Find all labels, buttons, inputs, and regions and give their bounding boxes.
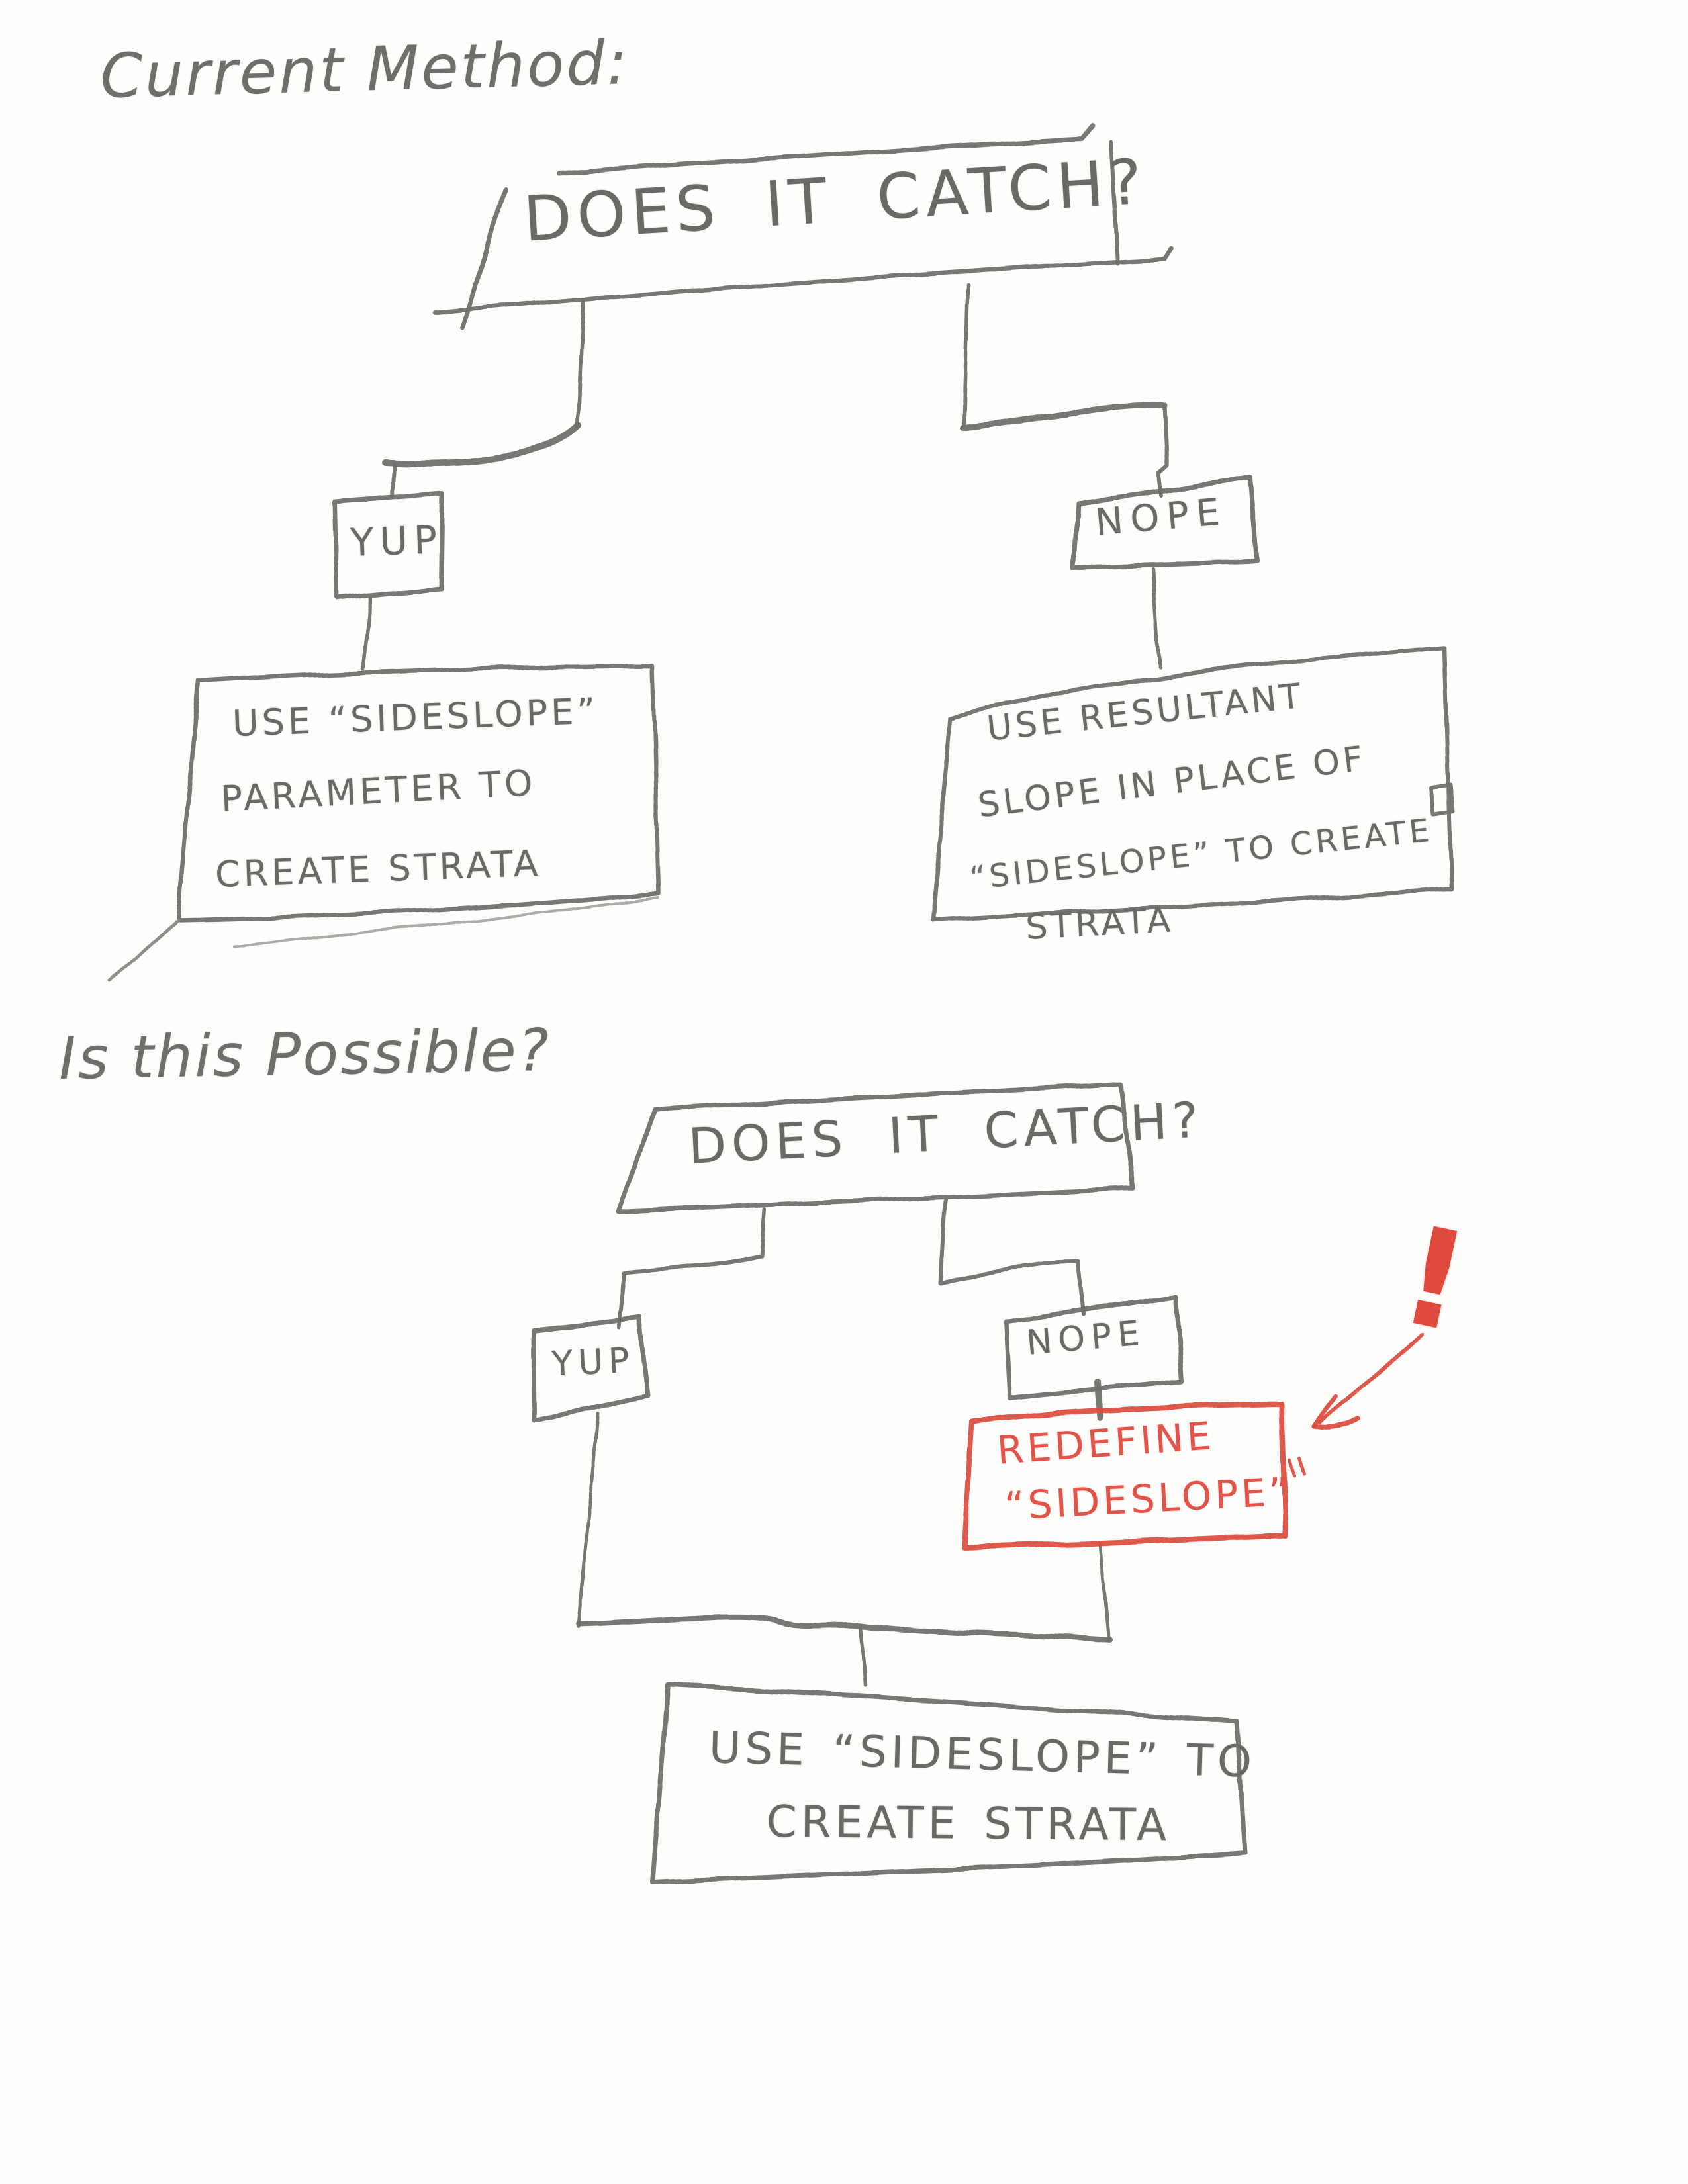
flow1-no-outcome-connector: [1151, 567, 1161, 668]
flow1-no-connector-vertical: [962, 283, 970, 430]
flow1-yes-connector-vertical: [576, 297, 585, 428]
annotation-arrow-head-lower: [1311, 1416, 1361, 1430]
flow1-no-box-outline: [1071, 475, 1259, 570]
flow1-root-box-left-slash: [461, 187, 508, 330]
flow2-yes-box-outline: [530, 1316, 651, 1423]
flow1-root-box-right-edge: [1109, 140, 1120, 265]
flow2-yes-merge-connector: [577, 1412, 600, 1629]
flow2-merge-horizontal-connector: [576, 1614, 1113, 1643]
flow1-root-box-bottom-edge: [432, 246, 1174, 315]
flow1-yes-label: YUP: [350, 517, 444, 565]
flow1-yes-connector-curve: [381, 420, 583, 467]
annotation-arrow-shaft: [1317, 1333, 1425, 1424]
section1-title: Current Method:: [99, 27, 630, 112]
section2-title: Is this Possible?: [58, 1016, 552, 1093]
flow1-no-outcome-line: STRATA: [1025, 900, 1175, 948]
flow1-yes-outcome-box-tail: [108, 918, 179, 983]
flow2-yes-connector: [618, 1207, 767, 1330]
flow1-no-outcome-box-notch: [1428, 783, 1456, 817]
flow2-yes-label: YUP: [551, 1340, 636, 1385]
flow1-no-connector-stub: [1157, 404, 1170, 497]
flow1-root-box-top-edge: [557, 123, 1095, 176]
flow1-no-outcome-box-outline: [929, 645, 1454, 923]
flow2-merge-outcome-box-outline: [650, 1682, 1248, 1884]
annotation-arrow-head-upper: [1311, 1394, 1338, 1428]
flow2-root-box-outline: [616, 1081, 1136, 1214]
flow2-no-connector: [939, 1198, 1086, 1316]
flow1-yes-outcome-connector: [361, 596, 373, 670]
flow1-yes-box-outline: [332, 491, 445, 601]
flow2-redefine-merge-connector: [1099, 1541, 1111, 1642]
flow1-yes-outcome-box-outline: [175, 663, 661, 923]
flow2-redefine-box-outline: [962, 1401, 1288, 1550]
flow2-no-box-outline: [1002, 1293, 1184, 1400]
flow2-merge-drop-connector: [859, 1623, 867, 1687]
flow1-yes-outcome-box-ghost-line: [232, 896, 659, 948]
flow1-yes-connector-stub: [390, 461, 395, 500]
flow1-no-connector-curve: [961, 402, 1168, 431]
flow2-redefine-quote-mark: [1288, 1456, 1306, 1478]
flow2-merge-outcome-line: CREATE STRATA: [766, 1796, 1171, 1851]
